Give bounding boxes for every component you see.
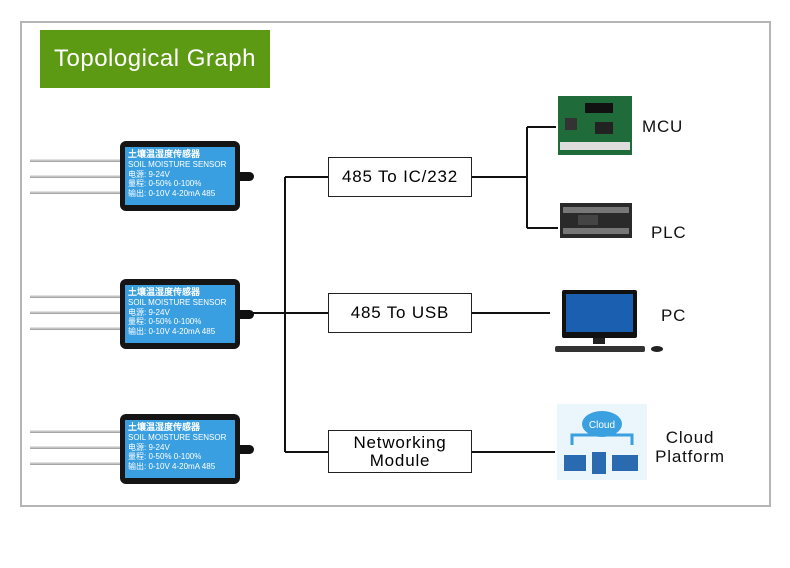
diagram-frame: [20, 21, 771, 507]
device-label-cloud: Cloud Platform: [655, 428, 725, 466]
networking-module: Networking Module: [328, 430, 472, 473]
plc-icon: [560, 203, 632, 238]
sensor-name-en: SOIL MOISTURE SENSOR: [128, 433, 227, 442]
soil-sensor-3: 土壤温湿度传感器 SOIL MOISTURE SENSOR 电源: 9-24V …: [30, 414, 270, 488]
device-label-mcu: MCU: [642, 117, 684, 136]
soil-sensor-1: 土壤温湿度传感器 SOIL MOISTURE SENSOR 电源: 9-24V …: [30, 141, 270, 215]
sensor-spec: 电源: 9-24V: [128, 307, 170, 317]
converter-485-usb: 485 To USB: [328, 293, 472, 333]
soil-sensor-2: 土壤温湿度传感器 SOIL MOISTURE SENSOR 电源: 9-24V …: [30, 279, 270, 353]
sensor-name-cn: 土壤温湿度传感器: [128, 422, 201, 432]
sensor-spec: 电源: 9-24V: [128, 442, 170, 452]
converter-485-ic232: 485 To IC/232: [328, 157, 472, 197]
device-label-plc: PLC: [651, 223, 687, 242]
sensor-spec: 量程: 0-50% 0-100%: [128, 317, 202, 326]
desktop-computer-icon: [555, 290, 663, 352]
sensor-name-en: SOIL MOISTURE SENSOR: [128, 298, 227, 307]
sensor-spec: 量程: 0-50% 0-100%: [128, 179, 202, 188]
cloud-icon: Cloud: [557, 404, 647, 480]
sensor-spec: 输出: 0-10V 4-20mA 485: [128, 188, 216, 198]
sensor-name-cn: 土壤温湿度传感器: [128, 287, 201, 297]
sensor-name-en: SOIL MOISTURE SENSOR: [128, 160, 227, 169]
sensor-spec: 量程: 0-50% 0-100%: [128, 452, 202, 461]
circuit-board-icon: [558, 96, 632, 155]
cloud-icon-text: Cloud: [589, 420, 615, 431]
sensor-spec: 输出: 0-10V 4-20mA 485: [128, 461, 216, 471]
sensor-name-cn: 土壤温湿度传感器: [128, 149, 201, 159]
device-label-pc: PC: [661, 306, 687, 325]
sensor-spec: 输出: 0-10V 4-20mA 485: [128, 326, 216, 336]
sensor-spec: 电源: 9-24V: [128, 169, 170, 179]
page-title: Topological Graph: [40, 30, 270, 88]
